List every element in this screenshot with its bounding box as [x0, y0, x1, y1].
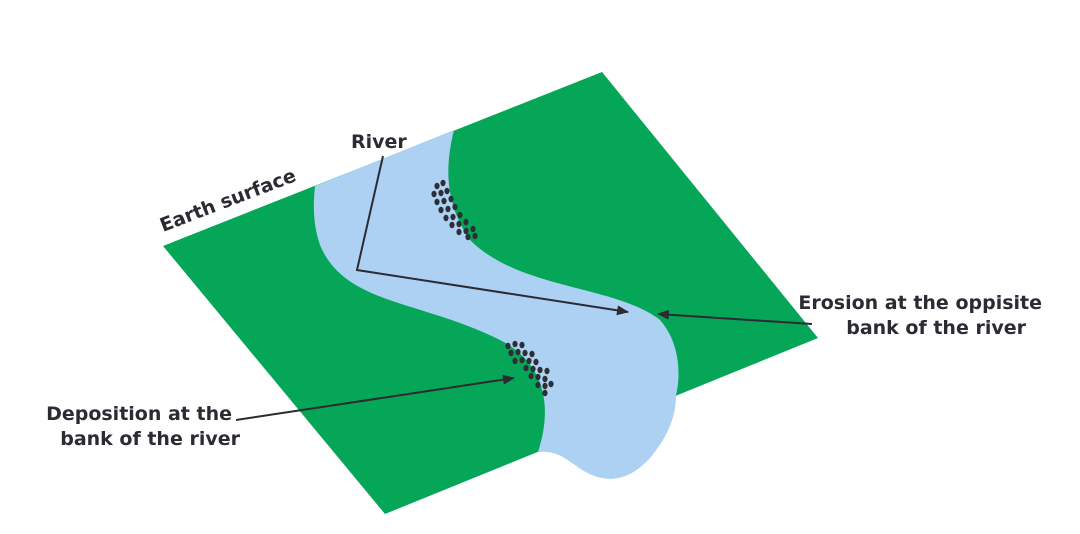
river-label: River: [351, 131, 407, 153]
sediment-deposit-upper: [431, 179, 478, 241]
erosion-label-line1: Erosion at the oppisite: [798, 292, 1042, 314]
erosion-label-line2: bank of the river: [846, 317, 1026, 339]
river-pointer-line: [355, 155, 629, 316]
river-channel: [313, 130, 679, 479]
sediment-deposit-lower: [505, 340, 554, 397]
erosion-pointer-line: [657, 309, 813, 325]
deposition-label-line2: bank of the river: [60, 428, 240, 450]
deposition-pointer-line: [235, 374, 515, 421]
deposition-label-line1: Deposition at the: [46, 403, 232, 425]
